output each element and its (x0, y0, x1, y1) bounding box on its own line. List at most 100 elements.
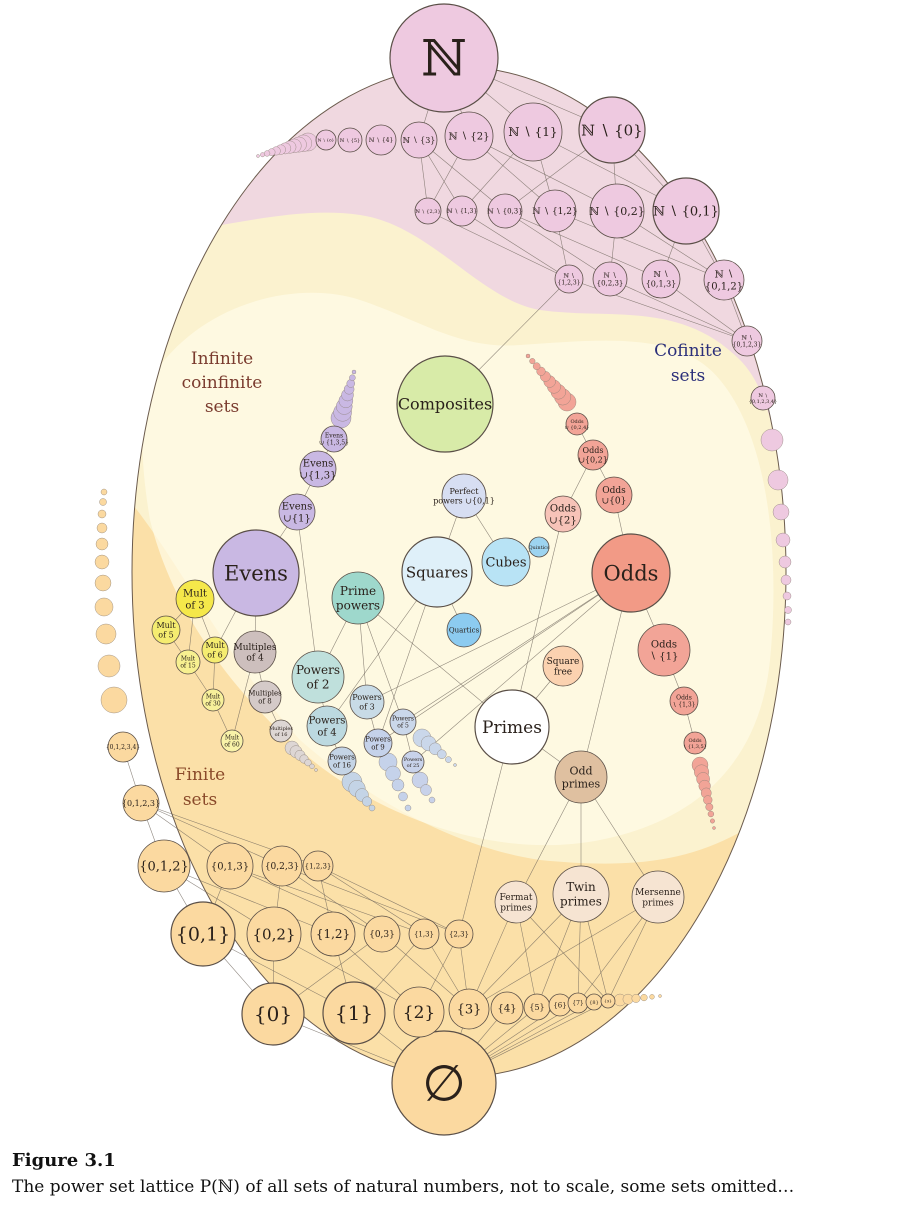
node-label-mersenne-1: primes (642, 899, 674, 909)
node-circle-N-23 (414, 197, 442, 225)
finite-singletons-tail-dot-5 (658, 994, 662, 998)
node-N-2: ℕ ∖ {2} (444, 111, 494, 161)
cofinite-right-edge-dot-0 (760, 428, 784, 452)
pow9-chain-dot-3 (398, 791, 408, 802)
node-circle-N-013 (641, 259, 681, 299)
multiples-chain-dot-5 (309, 763, 315, 769)
node-N-13: ℕ ∖ {1,3} (446, 195, 478, 227)
node-label-s0123: {0,1,2,3} (122, 799, 160, 808)
node-circle-evens-u135 (320, 425, 348, 453)
node-circle-evens (212, 529, 300, 617)
node-circle-quintics (528, 536, 550, 558)
node-s03: {0,3} (363, 915, 401, 953)
edge-N-13-N-123 (461, 210, 570, 280)
cofinite-right-edge-dot-2 (772, 503, 790, 521)
node-label-odds-u2-1: ∪{2} (549, 516, 576, 527)
node-label-mersenne-0: Mersenne (635, 888, 681, 898)
node-odds: Odds (591, 533, 671, 613)
odds-minus-chain-dot-7 (707, 810, 715, 818)
node-label-N-0123-1: {0,1,2,3} (733, 342, 762, 349)
node-label-pow3-1: of 3 (359, 703, 374, 712)
node-circle-pow9 (363, 728, 393, 758)
node-circle-mult3 (175, 579, 215, 619)
node-label-N-03: ℕ ∖ {0,3} (487, 207, 522, 215)
node-N: ℕ (389, 3, 499, 113)
node-label-pow9-0: Powers (365, 735, 391, 743)
node-label-s01: {0,1} (176, 924, 230, 946)
node-circle-odds-u2 (544, 495, 582, 533)
node-s8: {8} (585, 993, 603, 1011)
multiples-chain-dot-4 (304, 759, 312, 767)
figure-caption-text: The power set lattice P(ℕ) of all sets o… (12, 1177, 795, 1197)
node-label-N-023-0: ℕ ∖ (603, 271, 616, 279)
node-odds-u2: Odds∪{2} (544, 495, 582, 533)
node-label-odds-u024-1: ∪ {0,2,4} (565, 425, 590, 431)
node-circle-odds (591, 533, 671, 613)
edge-s012-s12 (163, 865, 334, 935)
node-label-odds-u02-0: Odds (583, 446, 604, 455)
node-s4: {4} (490, 991, 524, 1025)
node-composites: Composites (396, 355, 494, 453)
finite-left-edge-dot-5 (94, 554, 110, 570)
node-label-s1: {1} (335, 1001, 373, 1025)
node-circle-twin (552, 865, 610, 923)
node-s013: {0,1,3} (206, 842, 254, 890)
node-label-odds-m13-1: ∖ {1,3} (673, 702, 696, 709)
edge-N-023-N-0123 (609, 278, 748, 342)
cofinite-right-edge-dot-3 (775, 532, 791, 548)
node-label-pow3-0: Powers (352, 693, 381, 702)
node-label-mult8-1: of 8 (258, 698, 271, 706)
node-label-s0: {0} (254, 1002, 292, 1026)
node-label-odds-m135-0: Odds (688, 738, 702, 744)
node-label-N-123-1: {1,2,3} (558, 280, 581, 287)
finite-left-edge-dot-0 (100, 686, 128, 714)
node-s3: {3} (448, 988, 490, 1030)
label-infinite-coinfinite-1: Infinite (191, 349, 253, 369)
node-cubes: Cubes (481, 537, 531, 587)
node-label-odds-u024-0: Odds (570, 419, 584, 425)
node-circle-mult16 (269, 719, 293, 743)
node-label-evens-u135-1: ∪ {1,3,5} (319, 440, 349, 447)
node-label-square-free-1: free (554, 668, 572, 678)
node-s2: {2} (393, 986, 445, 1038)
node-circle-N-0 (578, 96, 646, 164)
node-circle-pow16 (327, 746, 357, 776)
node-circle-mult4 (233, 630, 277, 674)
node-circle-N-01234 (750, 385, 776, 411)
odds-chain-dot-8 (529, 358, 536, 365)
node-circle-mult30 (201, 688, 225, 712)
node-N-123: ℕ ∖{1,2,3} (554, 264, 584, 294)
node-label-square-free-0: Square (547, 657, 580, 667)
node-label-s4: {4} (497, 1004, 516, 1015)
node-circle-s012 (137, 839, 191, 893)
edge-N-12-N-012 (554, 210, 725, 281)
node-circle-s1 (322, 981, 386, 1045)
pow16-chain-dot-3 (362, 796, 372, 807)
node-circle-N-5 (337, 127, 363, 153)
node-primes: Primes (474, 689, 550, 765)
node-circle-N-6 (315, 129, 337, 151)
node-label-s02: {0,2} (253, 925, 296, 943)
node-label-pow5-0: Powers (392, 716, 414, 723)
node-circle-N-3 (400, 121, 438, 159)
node-quartics: Quartics (446, 612, 482, 648)
node-label-N-013-0: ℕ ∖ (654, 270, 669, 279)
pow9-chain-dot-1 (385, 765, 401, 782)
cofinite-chain-left-dot-9 (264, 150, 271, 157)
node-label-odds-u0-1: ∪{0} (602, 497, 627, 507)
node-circle-N-0123 (731, 325, 763, 357)
node-label-twin-0: Twin (566, 880, 596, 894)
node-s0123: {0,1,2,3} (122, 784, 160, 822)
node-label-fermat-1: primes (500, 904, 532, 914)
